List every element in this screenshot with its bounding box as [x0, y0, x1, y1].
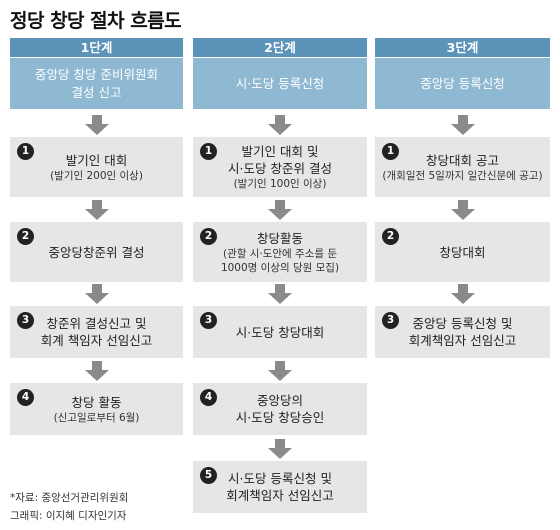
- stage-3-subtitle: 중앙당 등록신청: [375, 58, 550, 109]
- step-label: 창당활동: [256, 230, 303, 246]
- down-arrow-icon: [268, 115, 292, 135]
- step-note: (관할 시·도안에 주소를 둔: [222, 247, 338, 260]
- step-label: 발기인 대회 및: [241, 144, 319, 159]
- step-box: 4 창당 활동(신고일로부터 6월): [10, 383, 183, 435]
- step-label: 회계 책임자 선임신고: [40, 333, 153, 348]
- step-number-badge: 1: [17, 143, 34, 160]
- step-label: 중앙당의: [256, 393, 303, 408]
- down-arrow-icon: [268, 439, 292, 459]
- down-arrow-icon: [268, 200, 292, 220]
- stage-subtitle-line: 시·도당 등록신청: [235, 75, 325, 91]
- step-number-badge: 3: [17, 312, 34, 329]
- step-number-badge: 2: [382, 228, 399, 245]
- step-label: 시·도당 창당승인: [235, 410, 325, 425]
- step-note: (발기인 200인 이상): [50, 169, 143, 182]
- step-label: 시·도당 창당대회: [235, 324, 325, 340]
- step-number-badge: 1: [382, 143, 399, 160]
- stage-subtitle-line: 중앙당 창당 준비위원회: [35, 66, 158, 82]
- stage-2-header: 2단계: [193, 38, 367, 57]
- stage-subtitle-line: 결성 신고: [71, 84, 122, 100]
- step-number-badge: 3: [200, 312, 217, 329]
- step-label: 중앙당 등록신청 및: [412, 316, 513, 331]
- step-box: 1 발기인 대회(발기인 200인 이상): [10, 137, 183, 197]
- step-number-badge: 2: [17, 228, 34, 245]
- step-box: 1 창당대회 공고(개회일전 5일까지 일간신문에 공고): [375, 137, 550, 197]
- down-arrow-icon: [84, 115, 109, 135]
- down-arrow-icon: [268, 284, 292, 304]
- down-arrow-icon: [84, 284, 109, 304]
- step-box: 2 중앙당창준위 결성: [10, 222, 183, 282]
- step-note: (발기인 100인 이상): [233, 178, 327, 190]
- down-arrow-icon: [268, 361, 292, 381]
- step-label: 창준위 결성신고 및: [46, 316, 147, 331]
- step-box: 3 시·도당 창당대회: [193, 306, 367, 358]
- step-label: 중앙당창준위 결성: [48, 244, 145, 260]
- step-note: 1000명 이상의 당원 모집): [220, 261, 340, 274]
- source-note: *자료: 중앙선거관리위원회: [10, 492, 129, 504]
- step-note: (신고일로부터 6월): [53, 411, 140, 424]
- step-label: 시·도당 창준위 결성: [228, 161, 332, 176]
- step-number-badge: 4: [200, 389, 217, 406]
- down-arrow-icon: [450, 115, 475, 135]
- step-label: 창당대회: [439, 244, 486, 260]
- step-number-badge: 5: [200, 467, 217, 484]
- step-number-badge: 4: [17, 389, 34, 406]
- page-title: 정당 창당 절차 흐름도: [10, 10, 182, 32]
- step-number-badge: 1: [200, 143, 217, 160]
- step-label: 창당대회 공고: [426, 152, 499, 168]
- down-arrow-icon: [84, 361, 109, 381]
- step-note: (개회일전 5일까지 일간신문에 공고): [382, 169, 543, 182]
- step-box: 2 창당대회: [375, 222, 550, 282]
- stage-2-subtitle: 시·도당 등록신청: [193, 58, 367, 109]
- step-label: 창당 활동: [71, 394, 122, 410]
- down-arrow-icon: [450, 200, 475, 220]
- stage-subtitle-line: 중앙당 등록신청: [420, 75, 505, 91]
- step-number-badge: 3: [382, 312, 399, 329]
- stage-3-header: 3단계: [375, 38, 550, 57]
- down-arrow-icon: [450, 284, 475, 304]
- step-label: 회계책임자 선임신고: [408, 333, 517, 348]
- down-arrow-icon: [84, 200, 109, 220]
- step-label: 발기인 대회: [65, 152, 128, 168]
- graphic-credit: 그래픽: 이지혜 디자인기자: [10, 510, 127, 522]
- step-label: 시·도당 등록신청 및: [228, 471, 332, 486]
- step-number-badge: 2: [200, 228, 217, 245]
- step-label: 회계책임자 선임신고: [226, 488, 334, 503]
- stage-1-header: 1단계: [10, 38, 183, 57]
